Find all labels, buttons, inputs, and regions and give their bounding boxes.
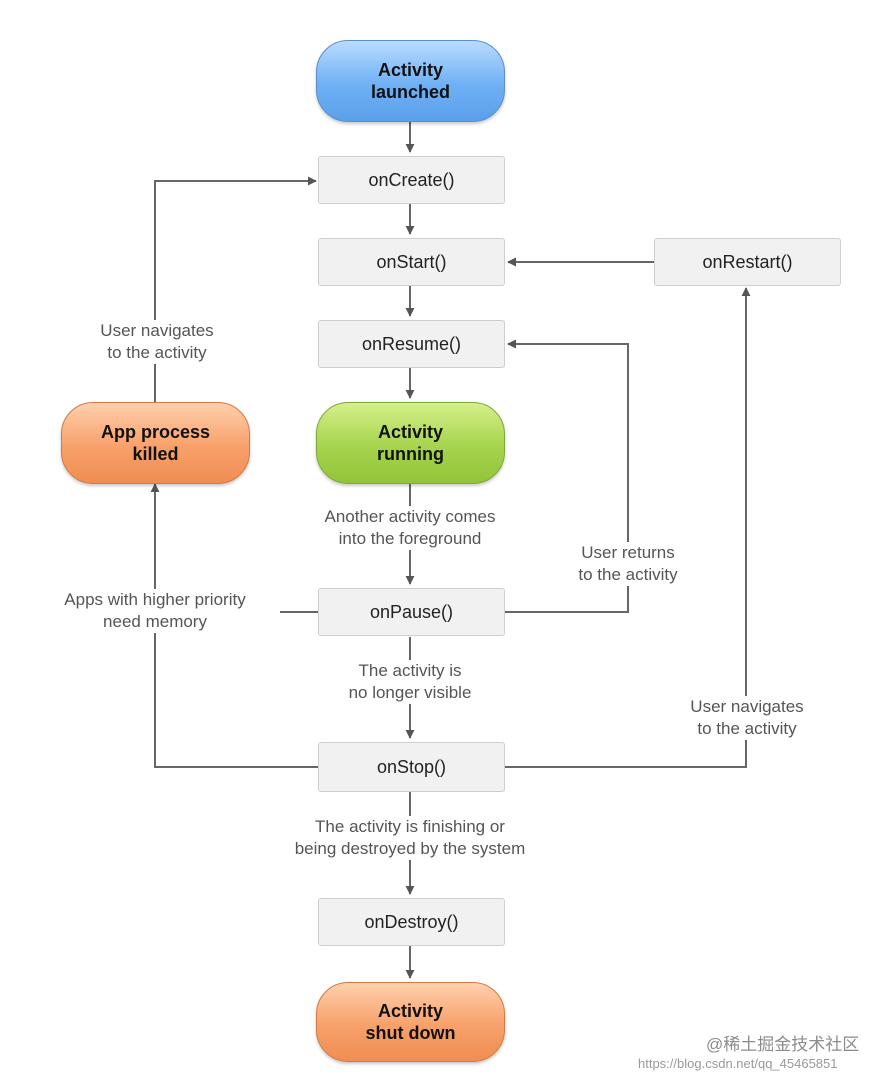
onrestart-node: onRestart() [654,238,841,286]
arrow-onstop-to-process-killed [150,483,318,768]
edge-label-another-activity: Another activity comes into the foregrou… [300,506,520,550]
edge-label-apps-higher-priority: Apps with higher priority need memory [44,589,266,633]
onstart-label: onStart() [376,251,447,272]
edge-label-user-returns: User returns to the activity [562,542,694,586]
activity-running-label: Activity running [377,422,444,464]
activity-launched-node: Activity launched [316,40,505,122]
oncreate-label: onCreate() [368,169,455,190]
edge-label-user-navigates-left: User navigates to the activity [80,320,234,364]
app-process-killed-node: App process killed [61,402,250,484]
activity-running-node: Activity running [316,402,505,484]
activity-shut-down-label: Activity shut down [365,1001,456,1043]
onstop-label: onStop() [376,756,447,777]
onresume-node: onResume() [318,320,505,368]
edge-label-finishing: The activity is finishing or being destr… [262,816,558,860]
activity-launched-label: Activity launched [370,60,450,102]
activity-shut-down-node: Activity shut down [316,982,505,1062]
watermark-url: https://blog.csdn.net/qq_45465851 [638,1056,838,1071]
ondestroy-node: onDestroy() [318,898,505,946]
onpause-node: onPause() [318,588,505,636]
ondestroy-label: onDestroy() [364,911,459,932]
arrow-process-killed-to-oncreate [154,176,317,402]
arrow-onstop-to-onrestart [505,287,751,768]
oncreate-node: onCreate() [318,156,505,204]
watermark-brand: @稀土掘金技术社区 [706,1035,860,1054]
onrestart-label: onRestart() [702,251,793,272]
onresume-label: onResume() [361,333,462,354]
onpause-label: onPause() [369,601,454,622]
onstop-node: onStop() [318,742,505,792]
app-process-killed-label: App process killed [100,422,211,464]
edge-label-no-longer-visible: The activity is no longer visible [330,660,490,704]
onstart-node: onStart() [318,238,505,286]
arrow-onpause-to-onresume [505,339,629,613]
edge-label-user-navigates-right: User navigates to the activity [670,696,824,740]
